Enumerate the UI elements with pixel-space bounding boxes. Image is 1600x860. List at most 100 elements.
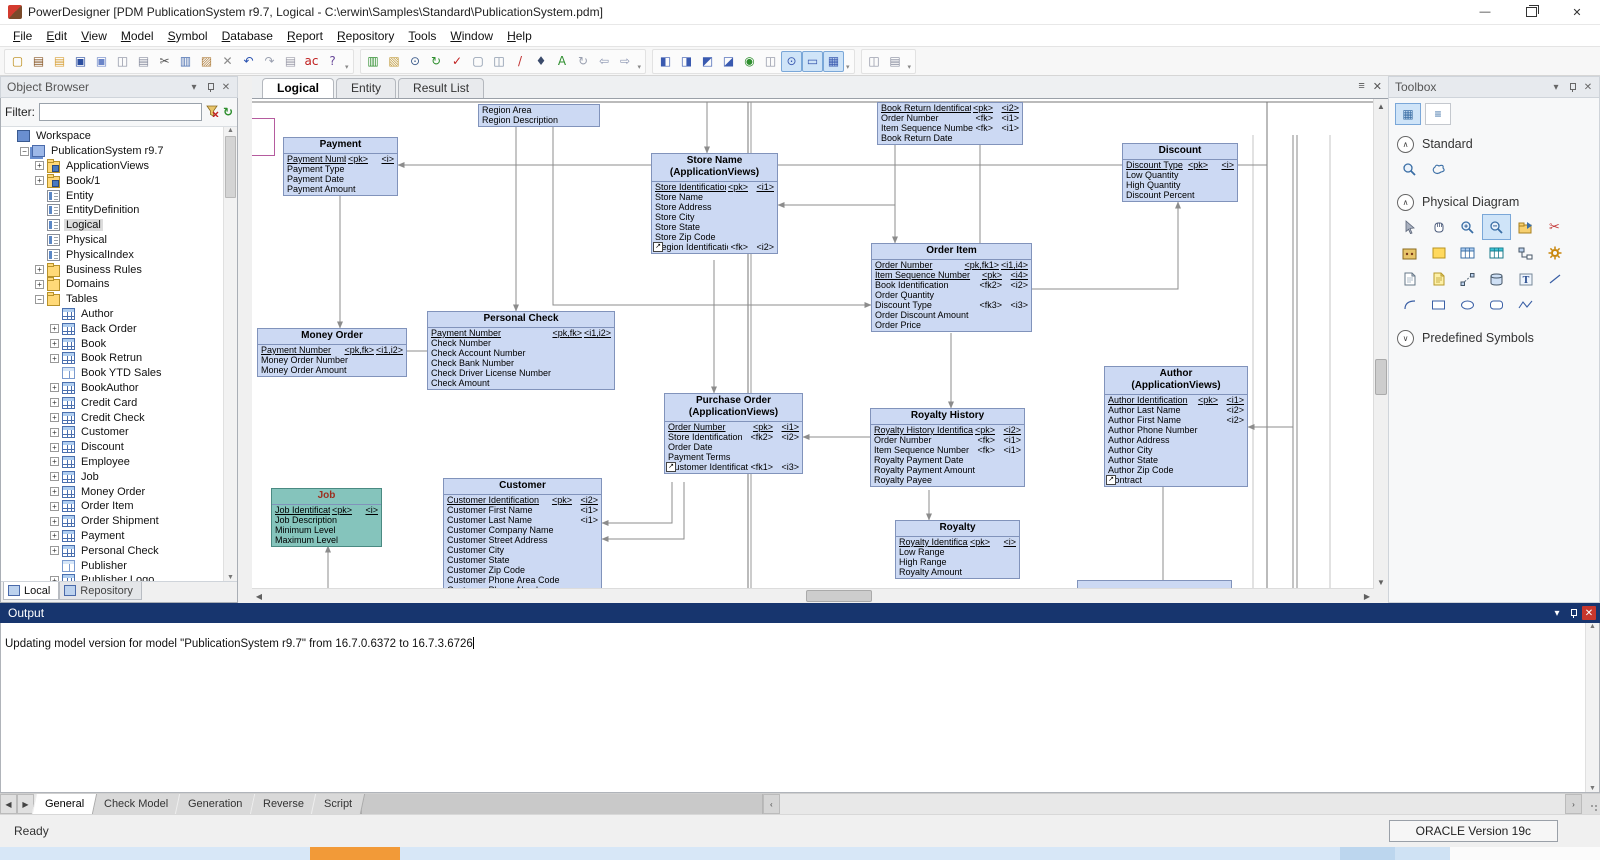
expander-icon[interactable]: + bbox=[50, 531, 59, 541]
rotate-button[interactable]: ↻ bbox=[573, 51, 594, 72]
tree-item-publisher[interactable]: Publisher bbox=[3, 558, 223, 573]
expander-icon[interactable]: + bbox=[50, 383, 59, 393]
horizontal-scroll-thumb[interactable] bbox=[806, 590, 872, 602]
expander-icon[interactable]: − bbox=[20, 146, 29, 156]
expander-icon[interactable]: + bbox=[50, 339, 59, 349]
view-tool[interactable] bbox=[1482, 240, 1511, 266]
expander-icon[interactable]: − bbox=[35, 294, 44, 304]
panel-menu-icon[interactable]: ▾ bbox=[1554, 607, 1560, 619]
extended-dependency-tool[interactable] bbox=[1453, 266, 1482, 292]
document-list-icon[interactable]: ≡ bbox=[1358, 80, 1365, 92]
vertical-scrollbar[interactable]: ▲▼ bbox=[1373, 99, 1388, 589]
print-preview-button[interactable]: ◫ bbox=[112, 51, 133, 72]
show-grid-button[interactable]: ▦ bbox=[823, 50, 845, 72]
arc-tool[interactable] bbox=[1395, 292, 1424, 318]
file-tool[interactable] bbox=[1395, 266, 1424, 292]
tree-item-discount[interactable]: +Discount bbox=[3, 440, 223, 455]
tree-item-publisher-logo[interactable]: +Publisher Logo bbox=[3, 573, 223, 581]
reference-tool[interactable] bbox=[1511, 240, 1540, 266]
tree-item-book-retrun[interactable]: +Book Retrun bbox=[3, 351, 223, 366]
browser-tab-repository[interactable]: Repository bbox=[59, 582, 142, 600]
page-setup-button[interactable]: ◩ bbox=[697, 51, 718, 72]
tree-item-bookauthor[interactable]: +BookAuthor bbox=[3, 381, 223, 396]
menu-model[interactable]: Model bbox=[120, 28, 154, 43]
toolbar-overflow-icon[interactable]: ▾ bbox=[637, 63, 642, 71]
expander-icon[interactable]: + bbox=[35, 176, 44, 186]
horizontal-scrollbar[interactable]: ◀▶ bbox=[252, 588, 1374, 603]
freeform-tool[interactable] bbox=[1424, 156, 1453, 182]
tree-item-job[interactable]: +Job bbox=[3, 469, 223, 484]
tree-item-workspace[interactable]: Workspace bbox=[3, 129, 223, 144]
pin-icon[interactable] bbox=[203, 80, 217, 94]
check-model-button[interactable]: ✓ bbox=[447, 51, 468, 72]
help-button[interactable]: ? bbox=[322, 51, 343, 72]
cut-button[interactable]: ✂ bbox=[154, 51, 175, 72]
pencil-button[interactable]: / bbox=[510, 51, 531, 72]
preview-button[interactable]: ◫ bbox=[864, 51, 885, 72]
procedure-tool[interactable] bbox=[1540, 240, 1569, 266]
expander-icon[interactable]: + bbox=[50, 472, 59, 482]
note-tool[interactable] bbox=[1424, 266, 1453, 292]
close-button[interactable]: ✕ bbox=[1572, 6, 1582, 19]
expander-icon[interactable]: + bbox=[50, 398, 59, 408]
rectangle-tool[interactable] bbox=[1424, 292, 1453, 318]
open-workspace-button[interactable]: ▤ bbox=[28, 51, 49, 72]
menu-window[interactable]: Window bbox=[450, 28, 494, 43]
print-button[interactable]: ▤ bbox=[133, 51, 154, 72]
tree-item-applicationviews[interactable]: +ApplicationViews bbox=[3, 158, 223, 174]
rounded-rectangle-tool[interactable] bbox=[1482, 292, 1511, 318]
expander-icon[interactable]: + bbox=[50, 487, 59, 497]
toolbar-overflow-icon[interactable]: ▾ bbox=[907, 63, 912, 71]
next-button[interactable]: ⇨ bbox=[615, 51, 636, 72]
expander-icon[interactable]: + bbox=[50, 516, 59, 526]
font-color-button[interactable]: A bbox=[552, 51, 573, 72]
tree-item-credit-check[interactable]: +Credit Check bbox=[3, 410, 223, 425]
expander-icon[interactable]: + bbox=[50, 427, 59, 437]
output-tab-general[interactable]: General bbox=[31, 794, 98, 814]
redo-button[interactable]: ↷ bbox=[259, 51, 280, 72]
zoom-in-tool[interactable]: + bbox=[1453, 214, 1482, 240]
tabs-scroll-left-button[interactable]: ◀ bbox=[0, 794, 17, 814]
panel-menu-icon[interactable]: ▾ bbox=[191, 81, 197, 93]
refresh-button[interactable]: ↻ bbox=[426, 51, 447, 72]
panel-menu-icon[interactable]: ▾ bbox=[1553, 81, 1559, 93]
dbms-indicator[interactable]: ORACLE Version 19c bbox=[1388, 820, 1558, 842]
menu-repository[interactable]: Repository bbox=[337, 28, 395, 43]
close-panel-icon[interactable]: ✕ bbox=[1583, 81, 1593, 93]
pin-icon[interactable] bbox=[1565, 80, 1579, 94]
new-button[interactable]: ▢ bbox=[7, 51, 28, 72]
scroll-left-button[interactable]: ‹ bbox=[762, 794, 780, 814]
tree-item-book-ytd-sales[interactable]: Book YTD Sales bbox=[3, 366, 223, 381]
tree-item-book-1[interactable]: +Book/1 bbox=[3, 173, 223, 188]
previous-button[interactable]: ⇦ bbox=[594, 51, 615, 72]
paste-as-shortcut-button[interactable]: ▧ bbox=[384, 51, 405, 72]
entity-author[interactable]: Author(ApplicationViews)Author Identific… bbox=[1104, 366, 1248, 487]
tree-item-book[interactable]: +Book bbox=[3, 336, 223, 351]
new-diagram-button[interactable]: ▥ bbox=[363, 51, 384, 72]
title-tool[interactable]: T bbox=[1511, 266, 1540, 292]
entity-partial-bottom[interactable] bbox=[1077, 580, 1232, 589]
paste-button[interactable]: ▨ bbox=[196, 51, 217, 72]
close-output-icon[interactable]: ✕ bbox=[1582, 606, 1596, 620]
polyline-tool[interactable] bbox=[1511, 292, 1540, 318]
print-2-button[interactable]: ▤ bbox=[885, 51, 906, 72]
output-tab-generation[interactable]: Generation bbox=[175, 794, 256, 814]
generate-button[interactable]: ◉ bbox=[739, 51, 760, 72]
tree-item-employee[interactable]: +Employee bbox=[3, 455, 223, 470]
restore-button[interactable] bbox=[1508, 0, 1554, 24]
toolbox-list-view-button[interactable]: ≡ bbox=[1425, 103, 1451, 125]
menu-help[interactable]: Help bbox=[507, 28, 532, 43]
entity-purchase-order[interactable]: Purchase Order(ApplicationViews)Order Nu… bbox=[664, 393, 803, 474]
expander-icon[interactable]: + bbox=[35, 279, 44, 289]
output-tab-reverse[interactable]: Reverse bbox=[249, 794, 317, 814]
vertical-scroll-thumb[interactable] bbox=[1375, 359, 1387, 395]
tree-item-payment[interactable]: +Payment bbox=[3, 529, 223, 544]
resize-grip[interactable] bbox=[1582, 794, 1600, 814]
